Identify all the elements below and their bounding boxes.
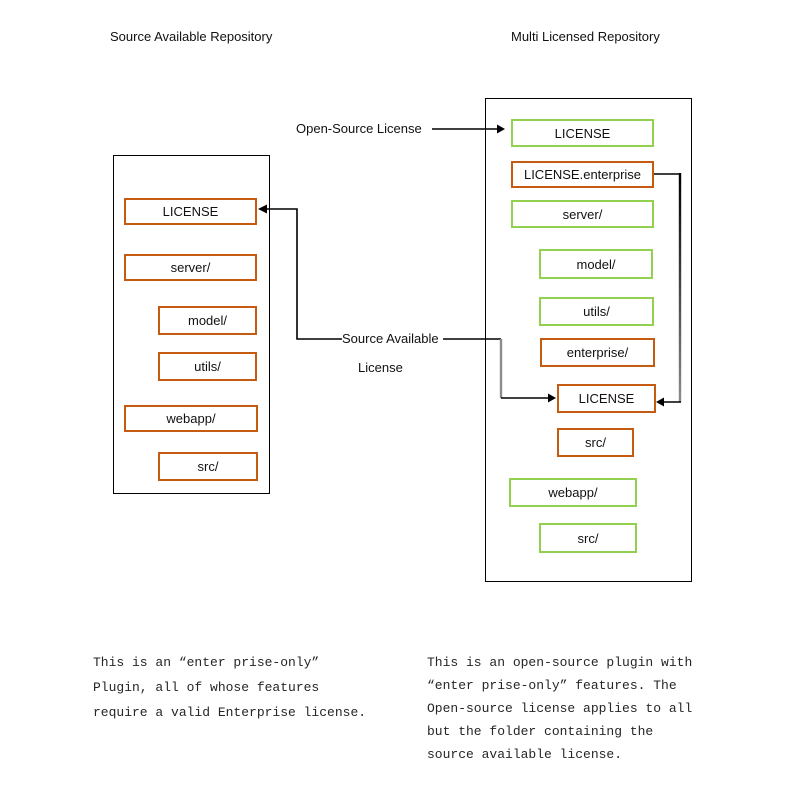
left-repo-title: Source Available Repository xyxy=(110,29,273,44)
right-repo-outline xyxy=(485,98,692,582)
right-repo-item-model: model/ xyxy=(539,249,653,279)
caption-line: This is an “enter prise-only” xyxy=(93,655,320,670)
right-repo-item-license-inner: LICENSE xyxy=(557,384,656,413)
left-repo-item-src: src/ xyxy=(158,452,258,481)
right-repo-item-license-enterprise-file: LICENSE.enterprise xyxy=(511,161,654,188)
right-repo-item-utils: utils/ xyxy=(539,297,654,326)
right-repo-item-enterprise-folder: enterprise/ xyxy=(540,338,655,367)
caption-line: source available license. xyxy=(427,747,623,762)
caption-right: This is an open-source plugin with “ente… xyxy=(427,651,692,766)
caption-line: require a valid Enterprise license. xyxy=(93,705,367,720)
source-available-license-label-line2: License xyxy=(358,360,403,375)
caption-line: but the folder containing the xyxy=(427,724,654,739)
open-source-license-label: Open-Source License xyxy=(296,121,422,136)
right-repo-item-src-inner: src/ xyxy=(557,428,634,457)
left-repo-item-server: server/ xyxy=(124,254,257,281)
right-repo-item-license-open: LICENSE xyxy=(511,119,654,147)
left-repo-item-license: LICENSE xyxy=(124,198,257,225)
caption-line: Plugin, all of whose features xyxy=(93,680,320,695)
source-available-license-label-line1: Source Available xyxy=(342,331,439,346)
left-repo-item-webapp: webapp/ xyxy=(124,405,258,432)
caption-line: Open-source license applies to all xyxy=(427,701,693,716)
right-repo-item-src: src/ xyxy=(539,523,637,553)
source-available-arrow-left xyxy=(258,204,342,340)
right-repo-item-server: server/ xyxy=(511,200,654,228)
left-repo-item-utils: utils/ xyxy=(158,352,257,381)
caption-line: This is an open-source plugin with xyxy=(427,655,693,670)
caption-left: This is an “enter prise-only” Plugin, al… xyxy=(93,650,366,725)
left-repo-item-model: model/ xyxy=(158,306,257,335)
right-repo-item-webapp: webapp/ xyxy=(509,478,637,507)
caption-line: “enter prise-only” features. The xyxy=(427,678,677,693)
right-repo-title: Multi Licensed Repository xyxy=(511,29,660,44)
